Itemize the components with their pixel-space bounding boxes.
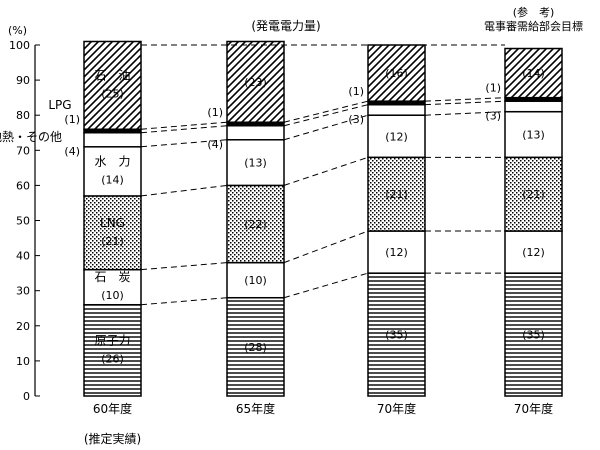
- y-tick-label: 80: [16, 109, 30, 122]
- connector-line: [140, 121, 228, 130]
- segment-value-label: (4): [207, 138, 223, 151]
- category-label: 70年度: [514, 401, 553, 416]
- segment-value-label: (25): [101, 87, 124, 100]
- y-tick-label: 50: [16, 215, 30, 228]
- connector-line: [140, 297, 228, 306]
- y-tick-label: 10: [16, 355, 30, 368]
- bar-segment: [83, 268, 142, 306]
- series-name-label: 原子力: [94, 333, 130, 347]
- connector-line: [283, 156, 369, 186]
- bar-segment: [226, 40, 285, 123]
- bar-segment: [504, 100, 563, 113]
- series-name-label: LNG: [100, 216, 125, 230]
- segment-value-label: (1): [485, 82, 501, 95]
- bar-segment: [367, 156, 426, 232]
- segment-value-label: (22): [244, 218, 267, 231]
- category-label: 60年度: [93, 401, 132, 416]
- series-name-label: 石 油: [94, 68, 130, 82]
- segment-value-label: (35): [522, 329, 545, 342]
- y-tick-label: 70: [16, 144, 30, 157]
- series-name-label: LPG: [48, 98, 71, 112]
- segment-value-label: (21): [385, 188, 408, 201]
- segment-value-label: (35): [385, 329, 408, 342]
- bar-segment: [367, 230, 426, 274]
- y-axis: 0 10 20 30 40 50 60 70 80 90 100: [9, 39, 40, 403]
- segment-value-label: (12): [385, 130, 408, 143]
- connector-line: [283, 104, 369, 127]
- bar-segment: [83, 303, 142, 397]
- y-tick-label: 40: [16, 250, 30, 263]
- segment-value-label: (1): [207, 106, 223, 119]
- y-tick-label: 20: [16, 320, 30, 333]
- connector-line: [283, 114, 369, 141]
- connector-line: [140, 184, 228, 197]
- connector-line: [283, 230, 369, 264]
- bar-segment: [504, 156, 563, 232]
- bar-segment: [367, 272, 426, 397]
- series-name-label: 地熱・その他: [0, 130, 62, 144]
- y-tick-label: 100: [9, 39, 30, 52]
- bar-segment: [504, 272, 563, 397]
- bar-segment: [367, 103, 426, 116]
- series-name-label: 水 力: [94, 154, 130, 168]
- segment-value-label: (4): [64, 145, 80, 158]
- connector-line: [140, 139, 228, 148]
- bar-segment: [226, 139, 285, 187]
- bar-segment: [83, 40, 142, 130]
- segment-value-label: (1): [64, 113, 80, 126]
- bar-segment: [504, 47, 563, 99]
- bar-segment: [226, 184, 285, 264]
- bars-group: [83, 40, 563, 397]
- segment-value-label: (21): [101, 235, 124, 248]
- segment-value-label: (12): [522, 246, 545, 259]
- connector-line: [283, 100, 369, 123]
- segment-value-label: (13): [522, 129, 545, 142]
- series-legend: 原子力 石 炭 LNG 水 力 地熱・その他 LPG 石 油: [0, 68, 131, 347]
- category-labels: 60年度 65年度 70年度 70年度 (推定実績) (参 考)電事審需給部会目標: [84, 5, 583, 446]
- bar-segment: [367, 114, 426, 159]
- segment-value-label: (3): [348, 113, 364, 126]
- category-note: (推定実績): [84, 431, 141, 446]
- connector-line: [140, 125, 228, 134]
- category-label: 65年度: [236, 401, 275, 416]
- y-tick-label: 0: [23, 390, 30, 403]
- y-tick-label: 30: [16, 285, 30, 298]
- segment-value-label: (1): [348, 85, 364, 98]
- connector-line: [140, 262, 228, 271]
- segment-value-label: (26): [101, 352, 124, 365]
- connector-line: [424, 100, 506, 106]
- bar-segment: [83, 195, 142, 271]
- bar-segment: [367, 44, 426, 102]
- segment-labels: (26) (28) (35) (35) (10) (10) (12) (12) (21) (22)…: [64, 67, 544, 365]
- connector-line: [283, 272, 369, 299]
- connector-line: [424, 111, 506, 116]
- connector-line: [424, 97, 506, 102]
- category-note: (参 考): [513, 5, 555, 19]
- segment-value-label: (21): [522, 188, 545, 201]
- segment-value-label: (13): [244, 157, 267, 170]
- bar-segment: [226, 124, 285, 141]
- segment-value-label: (14): [101, 173, 124, 186]
- segment-value-label: (10): [101, 289, 124, 302]
- segment-value-label: (16): [385, 67, 408, 80]
- y-unit: (%): [8, 24, 27, 37]
- segment-value-label: (12): [385, 246, 408, 259]
- bar-segment: [83, 132, 142, 148]
- segment-value-label: (28): [244, 341, 267, 354]
- series-name-label: 石 炭: [94, 270, 130, 284]
- connector-lines: [140, 44, 506, 306]
- y-tick-label: 90: [16, 74, 30, 87]
- chart-title: (発電電力量): [251, 19, 320, 33]
- category-label: 70年度: [377, 401, 416, 416]
- segment-value-label: (23): [244, 76, 267, 89]
- y-tick-label: 60: [16, 179, 30, 192]
- bar-segment: [504, 110, 563, 159]
- category-note: 電事審需給部会目標: [484, 19, 583, 33]
- segment-value-label: (3): [485, 110, 501, 123]
- segment-value-label: (10): [244, 274, 267, 287]
- segment-value-label: (14): [522, 67, 545, 80]
